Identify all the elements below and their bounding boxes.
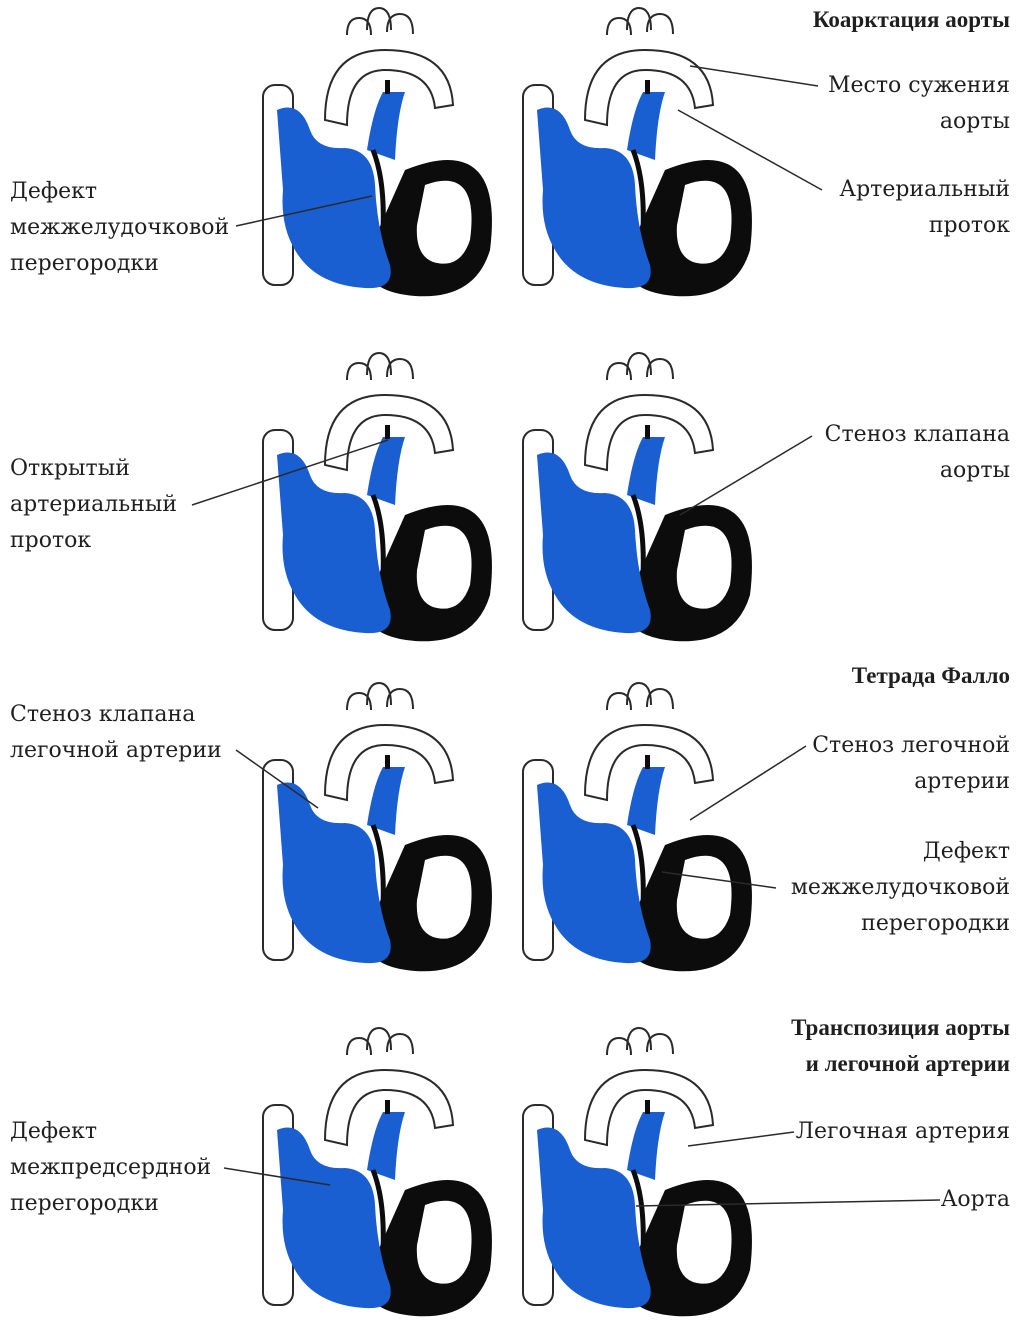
label-vsd-2: Дефект межжелудочковой перегородки <box>791 834 1010 942</box>
leader-line <box>636 1200 940 1206</box>
leader-line <box>690 66 818 86</box>
leader-line <box>680 436 812 515</box>
header-coarctation: Коарктация аорты <box>813 2 1010 38</box>
leader-line <box>690 746 806 820</box>
leader-line <box>688 1132 794 1146</box>
label-pulmonary-valve-stenosis: Стеноз клапана легочной артерии <box>10 697 222 769</box>
leader-line <box>236 196 372 226</box>
leader-line <box>678 110 822 190</box>
label-patent-duct: Открытый артериальный проток <box>10 451 177 559</box>
leader-line <box>236 750 318 808</box>
label-arterial-duct: Артериальный проток <box>839 172 1010 244</box>
label-pulmonary-stenosis: Стеноз легочной артерии <box>812 728 1010 800</box>
label-vsd-1: Дефект межжелудочковой перегородки <box>10 174 229 282</box>
header-tetralogy: Тетрада Фалло <box>852 658 1010 694</box>
leader-line <box>192 440 388 505</box>
label-aortic-valve-stenosis: Стеноз клапана аорты <box>825 417 1010 489</box>
label-asd: Дефект межпредсердной перегородки <box>10 1114 211 1222</box>
label-narrowing-site: Место сужения аорты <box>828 68 1010 140</box>
label-pulmonary-artery: Легочная артерия <box>796 1114 1010 1150</box>
header-transposition: Транспозиция аорты и легочной артерии <box>791 1010 1010 1082</box>
leader-line <box>224 1168 330 1185</box>
label-aorta: Аорта <box>941 1182 1010 1218</box>
leader-line <box>662 872 776 888</box>
